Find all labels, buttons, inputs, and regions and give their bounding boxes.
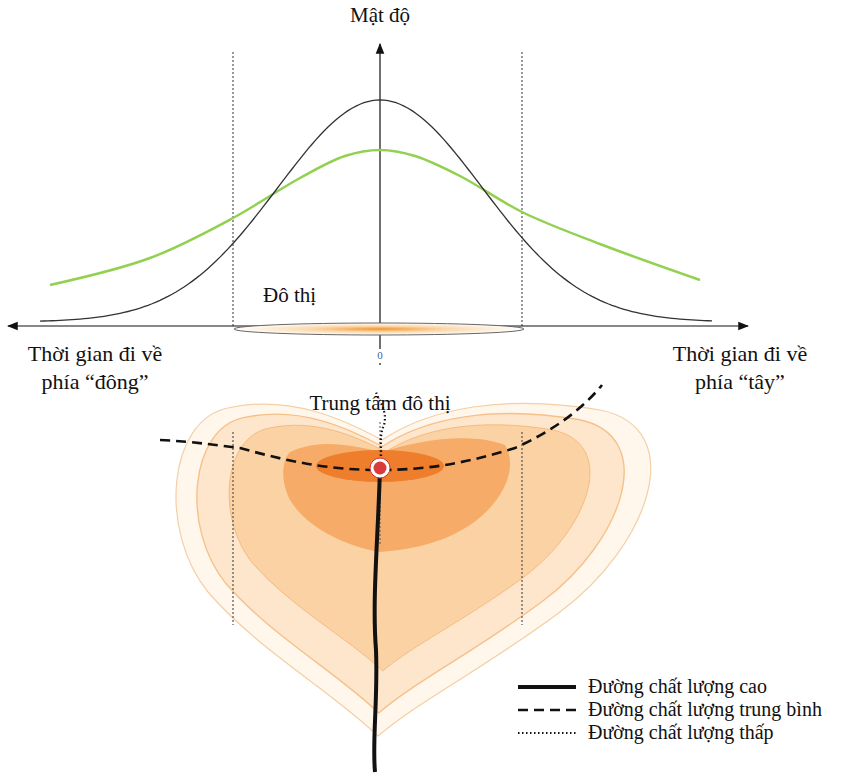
legend-item: Đường chất lượng thấp: [516, 720, 702, 744]
city-center-ring: [370, 458, 390, 478]
legend-sample: [516, 674, 578, 698]
density-axis: [379, 44, 380, 365]
center-label: Trung tâm đô thị: [310, 390, 451, 416]
legend-item: Đường chất lượng cao: [516, 674, 695, 698]
node-heading: Đô thị: [263, 282, 316, 308]
legend-item: Đường chất lượng trung bình: [516, 697, 750, 721]
legend-line-sample: [518, 685, 576, 689]
legend-text: Đường chất lượng thấp: [588, 720, 774, 745]
legend-text: Đường chất lượng trung bình: [588, 697, 822, 722]
axis-direction-label: Thời gian đi về phía “tây”: [655, 340, 825, 395]
legend-sample: [516, 697, 578, 721]
origin-number: 0: [375, 349, 385, 363]
boundary-line: [521, 432, 522, 625]
city-ellipse-shape: [234, 323, 524, 335]
suburban-zone: [197, 414, 624, 713]
legend-line-sample: [518, 709, 576, 712]
city-ellipse: [233, 322, 525, 336]
high-quality-road: [374, 468, 380, 772]
narrow-density-curve: [40, 100, 712, 321]
boundary-line: [232, 52, 233, 326]
outer-urban-zone: [176, 403, 651, 736]
axis-direction-label: Thời gian đi về phía “đông”: [10, 340, 180, 395]
inner-zone: [229, 425, 590, 671]
city-center-dot: [374, 462, 387, 475]
city-map: [176, 403, 651, 736]
city-extent: Đô thị: [233, 282, 525, 336]
boundary-line: [232, 432, 233, 625]
boundary-line: [521, 52, 522, 326]
legend-text: Đường chất lượng cao: [588, 674, 767, 699]
axis-title: Mật độ: [350, 2, 410, 28]
wide-density-curve: [50, 150, 700, 285]
dense-zone: [283, 438, 510, 552]
legend-sample: [516, 720, 578, 744]
medium-quality-road: [160, 385, 602, 470]
legend-line-sample: [518, 732, 576, 734]
